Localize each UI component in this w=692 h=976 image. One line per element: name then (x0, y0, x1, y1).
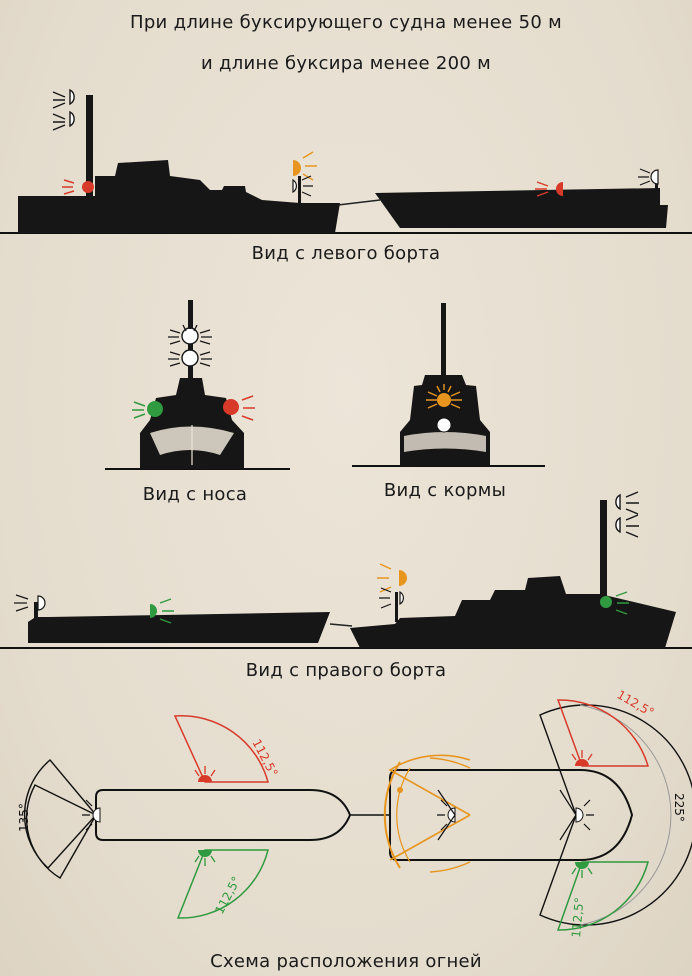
sector-112-green-right (556, 861, 649, 931)
masthead-lights-icon (52, 88, 75, 131)
label-135: 135° (17, 803, 31, 832)
scheme-barge-hull (95, 789, 352, 841)
bow-masthead-lights-icon (168, 323, 212, 367)
sector-135-stern-white (25, 784, 97, 879)
barge-silhouette-port (375, 188, 668, 228)
lights-scheme (23, 699, 692, 931)
starboard-view (0, 491, 692, 649)
bow-view (105, 300, 290, 470)
sector-112-red-left (173, 715, 269, 783)
tug-masthead-lights-starboard-icon (615, 491, 639, 538)
barge-red-light-icon (535, 181, 563, 197)
tug-stern-post-port (298, 176, 301, 204)
barge-stern-white-icon (638, 168, 659, 186)
tug-stern-orange-icon (292, 151, 317, 197)
tug-mast-port (86, 95, 93, 197)
caption-port-view: Вид с левого борта (251, 243, 441, 264)
bow-green-light-icon (147, 401, 163, 417)
tug-green-light-icon (600, 596, 612, 608)
bow-red-light-icon (223, 399, 239, 415)
port-red-rays-icon (62, 179, 75, 195)
bow-green-rays-icon (132, 401, 146, 419)
scheme-tug-hull (389, 769, 634, 861)
tug-mast-starboard (600, 500, 607, 602)
tug-green-rays-icon (615, 591, 629, 615)
title-line-1: При длине буксирующего судна менее 50 м (130, 12, 562, 33)
caption-stern-view: Вид с кормы (383, 480, 507, 501)
barge-stern-white-starboard-icon (14, 594, 46, 612)
label-112-top-left: 112,5° (249, 737, 280, 779)
tug-silhouette-port (18, 160, 340, 233)
stern-white-light-icon (436, 417, 452, 433)
caption-starboard-view: Вид с правого борта (245, 660, 447, 681)
stern-view (352, 303, 545, 467)
caption-bow-view: Вид с носа (142, 484, 248, 505)
tug-stern-post-starboard (395, 592, 398, 622)
sector-225-masthead (539, 704, 692, 926)
sector-orange-stern (388, 754, 471, 861)
caption-scheme: Схема расположения огней (210, 951, 482, 972)
port-sidelight-red-icon (82, 181, 94, 193)
label-112-bottom-left: 112,5° (212, 874, 243, 916)
tug-silhouette-starboard (350, 576, 676, 648)
barge-green-light-icon (150, 598, 174, 624)
tow-line-starboard (329, 623, 353, 627)
barge-silhouette-starboard (28, 602, 330, 643)
tug-orange-starboard-icon (377, 563, 407, 609)
sector-112-red-right (556, 699, 650, 767)
stern-mast (441, 303, 446, 383)
label-112-bottom-right: 112,5° (569, 897, 586, 938)
label-112-top-right: 112,5° (615, 687, 657, 719)
label-225: 225° (672, 793, 686, 822)
stern-orange-light-icon (426, 384, 462, 409)
bow-red-rays-icon (241, 395, 255, 421)
title-line-2: и длине буксира менее 200 м (200, 53, 492, 74)
sector-112-green-left (176, 849, 269, 919)
tow-line-port (337, 199, 381, 206)
stern-rail-highlight (404, 432, 486, 452)
scheme-barge-stern-rays-icon (82, 799, 93, 831)
port-view (0, 88, 692, 234)
